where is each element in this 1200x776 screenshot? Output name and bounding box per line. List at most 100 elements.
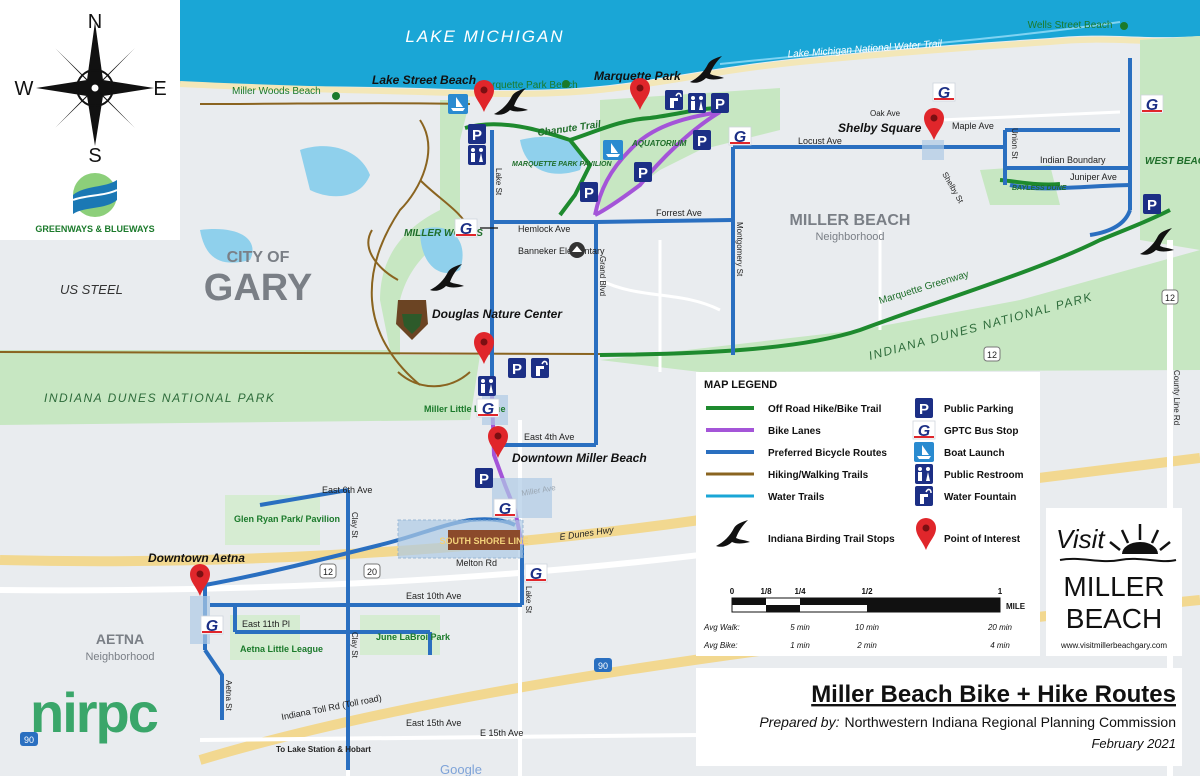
parking-icon — [475, 468, 493, 488]
map-date: February 2021 — [1091, 736, 1176, 751]
area-miller-beach: MILLER BEACH — [790, 212, 911, 229]
restroom-icon — [468, 145, 486, 165]
street-east-11th: East 11th Pl — [242, 619, 290, 629]
hiking-trails — [0, 102, 601, 388]
scale-tick-4: 1 — [998, 587, 1003, 596]
shelby-hub-zone — [922, 140, 944, 160]
us12-shield-far-east: 12 — [1161, 289, 1179, 305]
bike-2: 4 min — [990, 641, 1010, 650]
legend-line-0: Off Road Hike/Bike Trail — [768, 404, 882, 415]
visit-url: www.visitmillerbeachgary.com — [1060, 641, 1167, 650]
south-shore-sign — [448, 530, 520, 550]
legend-icon-2: Boat Launch — [944, 448, 1005, 459]
greenways-logo-icon — [72, 173, 118, 217]
place-bayless-dune: BAYLESS DUNE — [1012, 185, 1067, 192]
street-clay-st-south: Clay St — [350, 632, 359, 659]
street-lake-st-south: Lake St — [524, 586, 533, 614]
street-east-6th: East 6th Ave — [322, 485, 372, 495]
walk-0: 5 min — [790, 623, 810, 632]
compass-n: N — [88, 11, 102, 33]
walk-1: 10 min — [855, 623, 880, 632]
water-fountain-icon — [530, 357, 550, 379]
street-lake-st: Lake St — [494, 168, 503, 196]
street-maple-ave: Maple Ave — [952, 121, 994, 131]
bus-stop-icon — [454, 218, 478, 239]
street-east-10th: East 10th Ave — [406, 591, 461, 601]
lagoon-4 — [520, 136, 582, 174]
place-marquette-park: Marquette Park — [594, 69, 682, 83]
bus-stop-icon — [493, 498, 517, 519]
bus-stop-icon — [200, 615, 224, 636]
lagoon-2 — [420, 227, 463, 274]
compass-e: E — [153, 78, 166, 100]
area-us-steel: US STEEL — [60, 282, 123, 297]
lake-michigan-label: LAKE MICHIGAN — [405, 27, 564, 46]
legend-icon-4: Water Fountain — [944, 492, 1016, 503]
bus-stop-icon — [524, 563, 548, 584]
street-oak-ave: Oak Ave — [870, 109, 901, 118]
greenways-text: GREENWAYS & BLUEWAYS — [35, 224, 154, 234]
scale-tick-3: 1/2 — [861, 587, 873, 596]
street-e-15th: E 15th Ave — [480, 728, 523, 738]
beach-label-marquette: Marquette Park Beach — [478, 80, 578, 91]
lagoon-3 — [200, 229, 253, 263]
bus-stop-icon — [1140, 94, 1164, 115]
street-aetna-st: Aetna St — [224, 680, 233, 711]
beach-shoreline — [179, 36, 1200, 97]
wave-icon — [1059, 557, 1177, 563]
google-attribution: Google — [440, 762, 482, 776]
map-title: Miller Beach Bike + Hike Routes — [811, 681, 1176, 708]
compass-s: S — [88, 145, 101, 167]
beach-icon — [332, 92, 340, 100]
svg-text:90: 90 — [598, 661, 608, 671]
legend-poi: Point of Interest — [944, 534, 1021, 545]
map-legend: MAP LEGEND Off Road Hike/Bike Trail Bike… — [696, 372, 1040, 656]
place-miller-woods: MILLER WOODS — [404, 228, 483, 239]
street-juniper-ave: Juniper Ave — [1070, 172, 1117, 182]
douglas-line: Douglas Nature Center — [432, 307, 563, 321]
beach-label-miller-woods: Miller Woods Beach — [232, 86, 321, 97]
place-downtown-miller: Downtown Miller Beach — [512, 451, 647, 465]
street-county-line: County Line Rd — [1172, 370, 1181, 425]
restroom-icon — [478, 376, 496, 396]
compass-w: W — [15, 78, 34, 100]
legend-birding: Indiana Birding Trail Stops — [768, 534, 895, 545]
place-banneker: Banneker Elementary — [518, 246, 605, 256]
area-aetna-neighborhood: Neighborhood — [85, 651, 154, 663]
i90-shield-west: 90 — [20, 732, 38, 746]
bus-stop-icon — [728, 126, 752, 147]
svg-text:12: 12 — [987, 350, 997, 360]
street-hemlock-ave: Hemlock Ave — [518, 224, 570, 234]
preferred-bike-routes — [203, 58, 1132, 770]
bike-1: 2 min — [856, 641, 877, 650]
legend-restroom-icon — [915, 464, 933, 484]
scale-tick-1: 1/8 — [760, 587, 772, 596]
beach-icon — [562, 80, 570, 88]
sun-icon — [1109, 524, 1171, 551]
us12-shield: 12 — [319, 563, 337, 579]
restroom-icon — [688, 93, 706, 113]
compass-rose-icon — [36, 22, 154, 146]
svg-text:12: 12 — [323, 567, 333, 577]
street-union-st: Union St — [1010, 128, 1019, 159]
walk-2: 20 min — [987, 623, 1013, 632]
compass-panel: N S W E GREENWAYS & BLUEWAYS — [0, 0, 180, 240]
glen-ryan-area — [225, 495, 320, 545]
us12-shield-east: 12 — [983, 346, 1001, 362]
parking-icon — [693, 130, 711, 150]
boat-launch-icon — [448, 94, 468, 114]
street-forrest-ave: Forrest Ave — [656, 208, 702, 218]
area-dunes-west: INDIANA DUNES NATIONAL PARK — [44, 391, 275, 405]
scale-unit: MILE — [1006, 602, 1026, 611]
bus-stop-icon — [932, 82, 956, 103]
boat-launch-icon — [603, 140, 623, 160]
visit-line1: MILLER — [1063, 571, 1164, 602]
parking-icon — [580, 182, 598, 202]
place-aetna-little-league: Aetna Little League — [240, 644, 323, 654]
parking-icon — [634, 162, 652, 182]
scale-bar — [731, 597, 1001, 613]
street-locust-ave: Locust Ave — [798, 136, 842, 146]
place-to-lake-station: To Lake Station & Hobart — [276, 745, 371, 754]
